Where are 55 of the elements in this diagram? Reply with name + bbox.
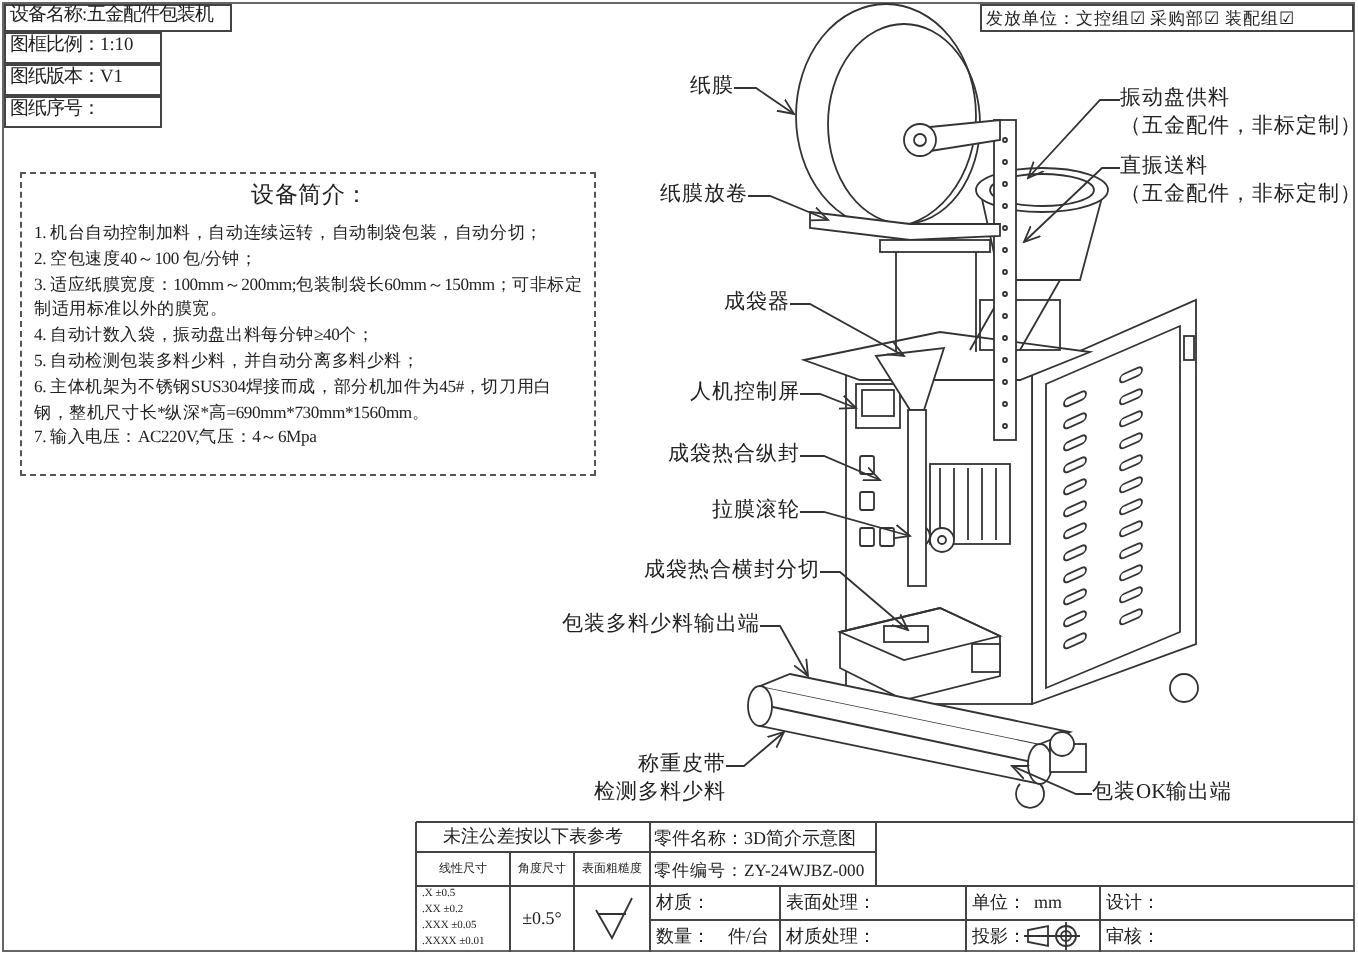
title-block-field: 设备名称:五金配件包装机 [4, 4, 232, 32]
table-label: 投影： [972, 923, 1028, 949]
table-label: mm [1034, 890, 1065, 916]
callout-label: 纸膜 [688, 74, 734, 102]
title-block-field: 图框比例：1:10 [4, 32, 162, 64]
leader-line [1011, 765, 1093, 795]
leader-line [725, 731, 785, 767]
list-item: 3. 适应纸膜宽度：100mm～200mm;包装制袋长60mm～150mm；可非标定制适用标准以外的膜宽。 [34, 271, 585, 323]
list-item: 2. 空包速度40～100 包/分钟； [34, 245, 260, 272]
leader-line [799, 393, 857, 410]
callout-label: 直振送料 [1120, 154, 1210, 182]
table-label: 材质处理： [786, 923, 878, 949]
leader-line [1023, 167, 1121, 243]
table-label: 设计： [1106, 890, 1162, 916]
leader-line [733, 87, 795, 115]
table-label: ±0.5° [520, 906, 564, 932]
leader-line [819, 571, 909, 631]
list-item: 4. 自动计数入袋，振动盘出料每分钟≥40个； [34, 322, 377, 348]
callout-label: 成袋热合纵封 [666, 442, 800, 470]
callout-label: （五金配件，非标定制） [1120, 114, 1344, 142]
table-label: 零件编号：ZY-24WJBZ-000 [654, 857, 867, 884]
leader-line [1027, 99, 1121, 179]
info-panel [20, 172, 596, 476]
table-label: 数量： [656, 923, 712, 949]
table-label: 零件名称：3D简介示意图 [654, 825, 858, 851]
list-item: 1. 机台自动控制加料，自动连续运转，自动制袋包装，自动分切； [34, 220, 545, 246]
leader-line [759, 625, 809, 677]
list-item: 6. 主体机架为不锈钢SUS304焊接而成，部分机加件为45#，切刀用白钢，整机尺寸长*纵深*高=690mm*730mm*1560mm。 [34, 373, 554, 425]
callout-label: 人机控制屏 [688, 380, 800, 408]
callout-label: 成袋器 [722, 290, 790, 318]
title-block-field: 图纸版本：V1 [4, 64, 162, 96]
callout-label: 检测多料少料 [592, 780, 726, 808]
title-block-field: 图纸序号： [4, 96, 162, 128]
table-label: 材质： [656, 890, 712, 916]
title-block-field: 发放单位：文控组☑ 采购部☑ 装配组☑ [980, 4, 1354, 32]
callout-label: 拉膜滚轮 [710, 498, 800, 526]
callout-label: 称重皮带 [636, 752, 726, 780]
callout-label: 包装OK输出端 [1092, 780, 1235, 808]
table-label: 件/台 [728, 923, 772, 949]
callout-label: 振动盘供料 [1120, 86, 1232, 114]
list-item: 7. 输入电压：AC220V,气压：4～6Mpa [34, 424, 319, 451]
panel-heading: 设备简介： [248, 182, 371, 212]
leader-line [799, 455, 881, 482]
callout-label: 纸膜放卷 [658, 182, 748, 210]
leader-line [799, 511, 911, 540]
leader-line [747, 195, 829, 222]
callout-label: 成袋热合横封分切 [642, 558, 820, 586]
leader-line [789, 303, 905, 357]
table-label: 审核： [1106, 923, 1162, 949]
table-label: 未注公差按以下表参考 [441, 824, 625, 850]
callout-label: 包装多料少料输出端 [560, 612, 760, 640]
callout-label: （五金配件，非标定制） [1120, 182, 1344, 210]
list-item: 5. 自动检测包装多料少料，并自动分离多料少料； [34, 347, 422, 374]
table-label: 表面处理： [786, 890, 878, 916]
table-label: 单位： [972, 890, 1028, 916]
